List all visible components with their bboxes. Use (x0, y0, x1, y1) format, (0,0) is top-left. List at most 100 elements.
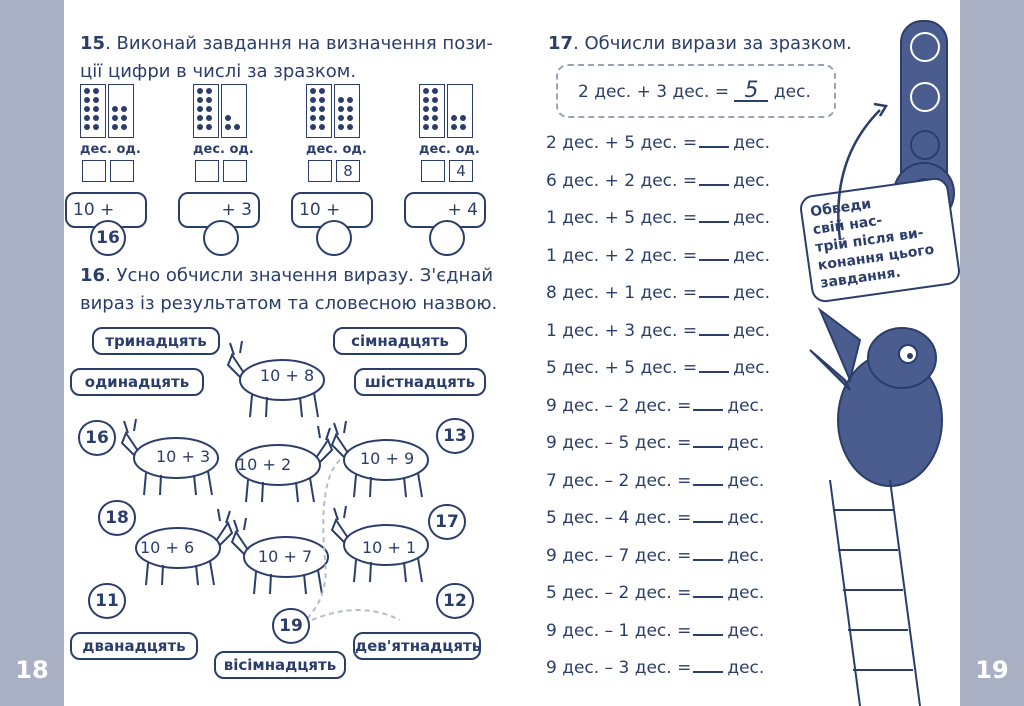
unit-label: дес. (727, 433, 765, 453)
exercise-row: 5 дес. + 5 дес. =дес. (546, 357, 770, 378)
counter-dot (432, 97, 438, 103)
counter-dot (197, 97, 203, 103)
counter-dot (234, 124, 240, 130)
word-pill[interactable]: сімнадцять (333, 327, 467, 355)
answer-blank[interactable] (693, 395, 724, 411)
tens-box[interactable] (308, 160, 332, 182)
counter-dot (423, 124, 429, 130)
unit-label: дес. (727, 658, 765, 678)
apple-number[interactable]: 19 (272, 608, 310, 644)
answer-blank[interactable] (699, 207, 730, 223)
left-margin: 18 (0, 0, 64, 706)
counter-dot (197, 124, 203, 130)
answer-blank[interactable] (699, 170, 730, 186)
exercise-expression: 7 дес. – 2 дес. = (546, 470, 692, 491)
column-labels: дес. од. (80, 142, 141, 157)
answer-blank[interactable] (699, 245, 730, 261)
word-pill[interactable]: шістнадцять (354, 368, 486, 396)
unit-label: дес. (733, 170, 771, 191)
sad-face-icon[interactable] (910, 130, 940, 160)
answer-blank[interactable] (693, 545, 724, 561)
answer-blank[interactable] (693, 582, 724, 598)
neutral-face-icon[interactable] (910, 82, 940, 112)
counter-dot (93, 124, 99, 130)
counter-dot (310, 97, 316, 103)
unit-label: дес. (727, 470, 765, 491)
word-pill[interactable]: тринадцять (92, 327, 220, 355)
answer-circle[interactable] (429, 220, 465, 256)
counter-dot (451, 115, 457, 121)
goat-expression: 10 + 7 (258, 547, 313, 566)
task15-text: 15. Виконай завдання на визначення пози-… (80, 33, 493, 82)
apple-number[interactable]: 16 (78, 420, 116, 456)
counter-dot (197, 88, 203, 94)
counter-dot (319, 97, 325, 103)
unit-label: дес. (727, 545, 765, 566)
counter-dot (197, 106, 203, 112)
answer-blank[interactable] (699, 282, 730, 298)
goat-expression: 10 + 8 (260, 366, 315, 385)
counter-dot (112, 124, 118, 130)
exercise-expression: 9 дес. – 3 дес. = (546, 658, 692, 678)
happy-face-icon[interactable] (910, 32, 940, 62)
page-number-right: 19 (975, 656, 1009, 684)
counter-dot (423, 88, 429, 94)
word-pill[interactable]: дванадцять (70, 632, 198, 660)
exercise-row: 2 дес. + 5 дес. =дес. (546, 132, 770, 153)
task17-number: 17 (548, 33, 574, 54)
apple-number[interactable]: 17 (428, 504, 466, 540)
apple-number[interactable]: 18 (98, 500, 136, 536)
counter-dot (206, 124, 212, 130)
ones-box[interactable] (223, 160, 247, 182)
answer-blank[interactable] (693, 620, 724, 636)
counter-dot (84, 88, 90, 94)
exercise-expression: 5 дес. – 2 дес. = (546, 583, 692, 603)
tens-box[interactable] (421, 160, 445, 182)
apple-number[interactable]: 11 (88, 583, 126, 619)
answer-blank[interactable] (693, 470, 724, 486)
unit-label: дес. (727, 583, 765, 603)
counter-dot (225, 124, 231, 130)
counter-dot (432, 88, 438, 94)
counter-dot (93, 88, 99, 94)
answer-blank[interactable] (693, 507, 724, 523)
apple-number[interactable]: 12 (436, 583, 474, 619)
counter-dot (121, 115, 127, 121)
word-pill[interactable]: дев'ятнадцять (353, 632, 481, 660)
answer-circle[interactable]: 16 (90, 220, 126, 256)
counter-dot (347, 106, 353, 112)
counter-dot (423, 97, 429, 103)
answer-blank[interactable] (699, 132, 730, 148)
unit-label: дес. (733, 320, 771, 341)
counter-dot (338, 115, 344, 121)
answer-circle[interactable] (316, 220, 352, 256)
tens-box[interactable] (82, 160, 106, 182)
counter-dot (84, 124, 90, 130)
goat-expression: 10 + 2 (237, 455, 292, 474)
sample-answer: 5 (734, 80, 769, 102)
unit-label: дес. (727, 508, 765, 528)
answer-blank[interactable] (693, 432, 724, 448)
exercise-expression: 9 дес. – 7 дес. = (546, 545, 692, 566)
ones-box[interactable]: 4 (449, 160, 473, 182)
counter-dot (319, 88, 325, 94)
answer-blank[interactable] (699, 357, 730, 373)
answer-blank[interactable] (699, 320, 730, 336)
unit-label: дес. (733, 283, 771, 303)
tens-box[interactable] (195, 160, 219, 182)
ones-box[interactable] (110, 160, 134, 182)
unit-label: дес. (727, 395, 765, 416)
answer-blank[interactable] (693, 657, 724, 673)
task17-text: 17. Обчисли вирази за зразком. (548, 33, 852, 54)
counter-dot (338, 106, 344, 112)
word-pill[interactable]: вісімнадцять (214, 651, 346, 679)
answer-circle[interactable] (203, 220, 239, 256)
ones-box[interactable]: 8 (336, 160, 360, 182)
exercise-row: 9 дес. – 1 дес. =дес. (546, 620, 764, 641)
counter-dot (93, 97, 99, 103)
counter-dot (347, 124, 353, 130)
counter-dot (319, 115, 325, 121)
apple-number[interactable]: 13 (436, 418, 474, 454)
exercise-row: 9 дес. – 7 дес. = дес. (546, 545, 764, 566)
word-pill[interactable]: одинадцять (70, 368, 204, 396)
